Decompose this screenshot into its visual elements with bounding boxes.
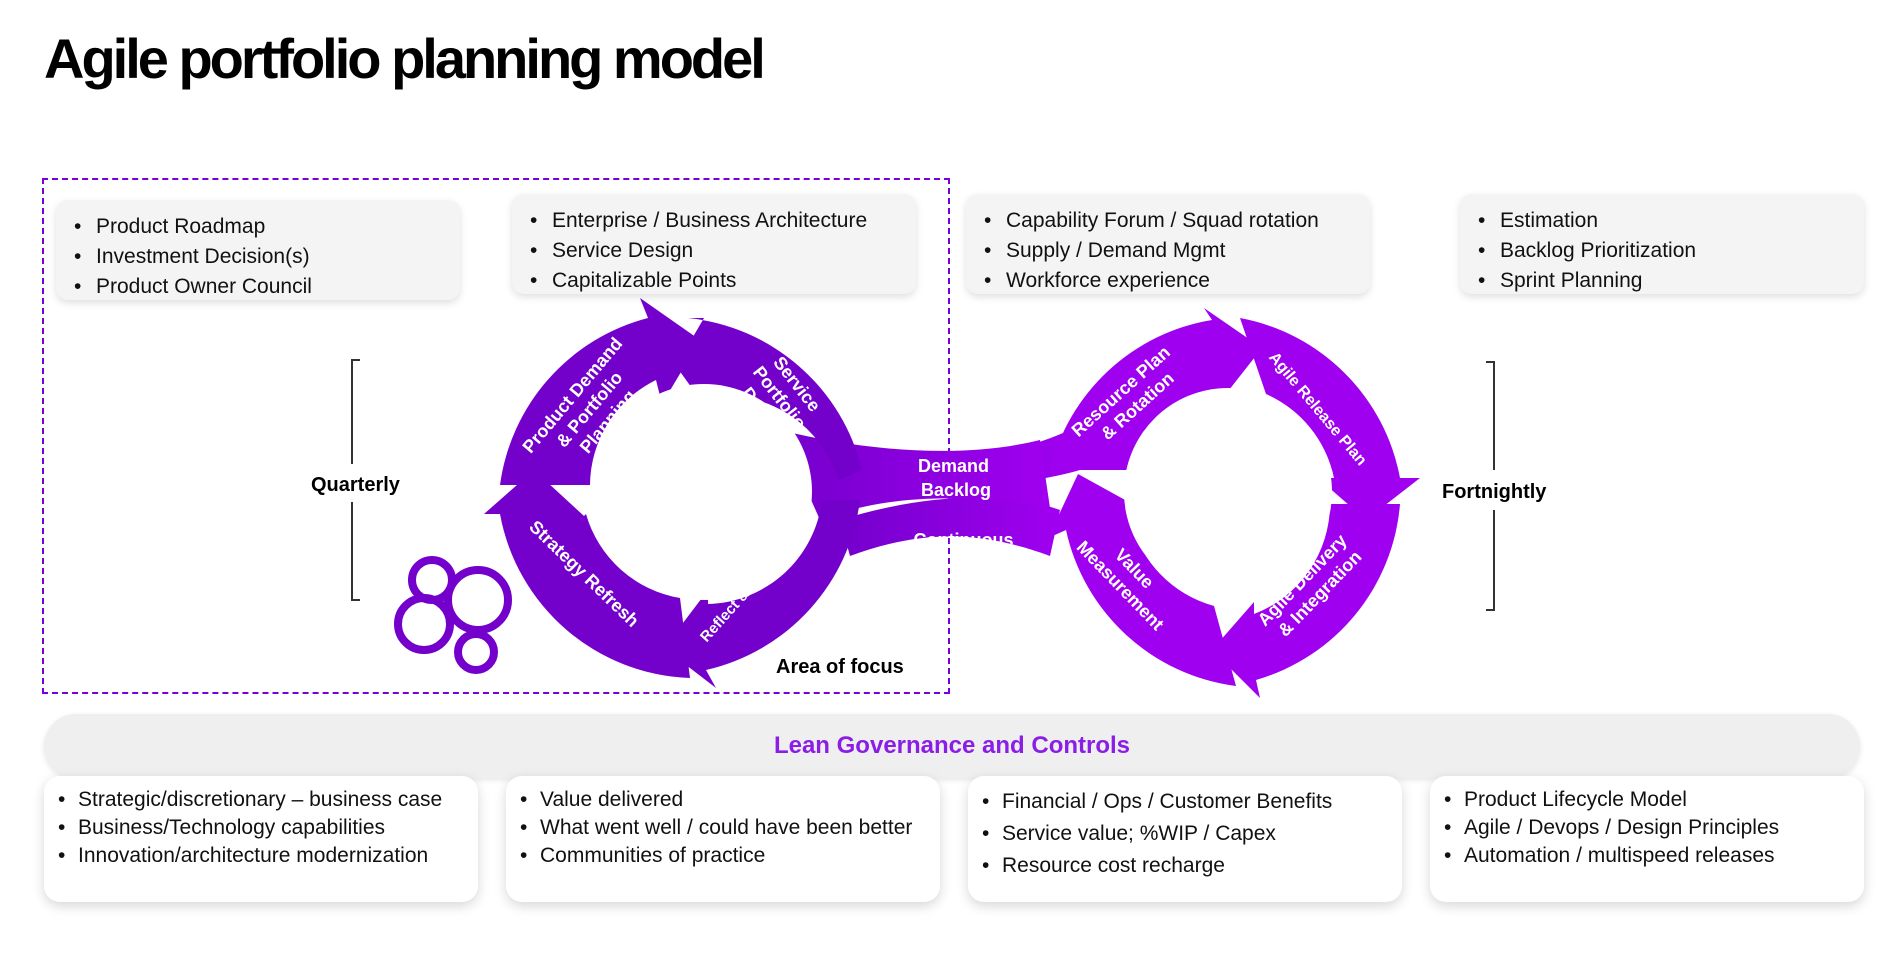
segment-value-measurement (1048, 474, 1236, 686)
top-card-2: Enterprise / Business Architecture Servi… (512, 194, 916, 294)
segment-product-demand (500, 298, 700, 485)
left-cycle-hole (596, 384, 812, 600)
segment-service-portfolio (676, 318, 862, 480)
list-item: Business/Technology capabilities (58, 814, 464, 842)
label-demand-backlog: Demand Backlog (918, 456, 994, 500)
list-item: Automation / multispeed releases (1444, 842, 1850, 870)
list-item: Agile / Devops / Design Principles (1444, 814, 1850, 842)
top-card-3: Capability Forum / Squad rotation Supply… (966, 194, 1370, 294)
bottom-card-4: Product Lifecycle Model Agile / Devops /… (1430, 776, 1864, 902)
list-item: Capability Forum / Squad rotation (982, 206, 1354, 236)
list-item: Service Design (528, 236, 900, 266)
bottom-card-1: Strategic/discretionary – business case … (44, 776, 478, 902)
quarterly-label: Quarterly (311, 474, 400, 496)
list-item: What went well / could have been better (520, 814, 926, 842)
list-item: Sprint Planning (1476, 266, 1848, 296)
circles-icon (394, 556, 512, 674)
fortnightly-bracket (1486, 361, 1495, 611)
label-continuous-release: Continuous Release of (914, 530, 1019, 574)
segment-strategy-refresh (484, 470, 690, 678)
list-item: Strategic/discretionary – business case (58, 786, 464, 814)
segment-agile-release-plan (1240, 318, 1420, 520)
bottom-card-3: Financial / Ops / Customer Benefits Serv… (968, 776, 1402, 902)
top-card-4: Estimation Backlog Prioritization Sprint… (1460, 194, 1864, 294)
list-item: Backlog Prioritization (1476, 236, 1848, 266)
area-of-focus-box (42, 178, 950, 694)
page-title: Agile portfolio planning model (44, 27, 766, 90)
list-item: Product Owner Council (72, 272, 444, 302)
list-item: Investment Decision(s) (72, 242, 444, 272)
left-cycle (484, 298, 862, 688)
list-item: Enterprise / Business Architecture (528, 206, 900, 236)
list-item: Supply / Demand Mgmt (982, 236, 1354, 266)
list-item: Product Lifecycle Model (1444, 786, 1850, 814)
list-item: Service value; %WIP / Capex (982, 818, 1388, 850)
list-item: Innovation/architecture modernization (58, 842, 464, 870)
segment-resource-plan (1050, 308, 1262, 470)
right-cycle-hole (1124, 388, 1332, 596)
area-of-focus-label: Area of focus (776, 656, 904, 678)
list-item: Value delivered (520, 786, 926, 814)
list-item: Capitalizable Points (528, 266, 900, 296)
top-card-1: Product Roadmap Investment Decision(s) P… (56, 200, 460, 300)
list-item: Workforce experience (982, 266, 1354, 296)
quarterly-bracket (351, 359, 360, 601)
fortnightly-label: Fortnightly (1442, 481, 1547, 503)
list-item: Estimation (1476, 206, 1848, 236)
segment-reflect-retrospect (664, 500, 860, 688)
bottom-card-2: Value delivered What went well / could h… (506, 776, 940, 902)
list-item: Communities of practice (520, 842, 926, 870)
right-cycle (1048, 308, 1420, 698)
list-item: Financial / Ops / Customer Benefits (982, 786, 1388, 818)
list-item: Product Roadmap (72, 212, 444, 242)
segment-agile-delivery (1212, 504, 1400, 698)
governance-bar: Lean Governance and Controls (44, 714, 1860, 778)
list-item: Resource cost recharge (982, 850, 1388, 882)
